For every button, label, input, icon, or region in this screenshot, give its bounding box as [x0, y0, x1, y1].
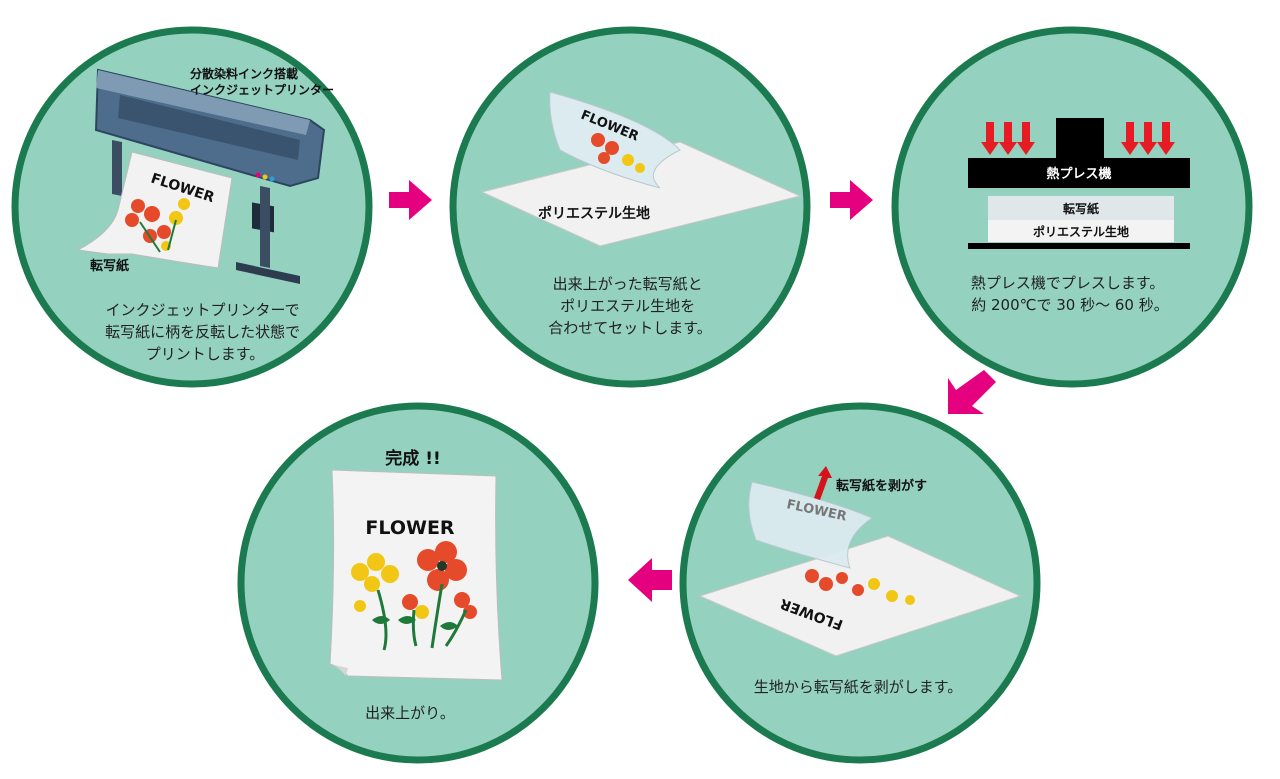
arrow-left-icon [628, 558, 672, 602]
step-1-caption-line-2: 転写紙に柄を反転した状態で [105, 323, 300, 341]
printer-label: 分散染料インク搭載 インクジェットプリンター [190, 66, 334, 97]
transfer-paper-label-1: 転写紙 [90, 258, 129, 274]
flower-icon [351, 541, 477, 651]
step-4: FLOWER FLOWER 転写紙を剥がす 生地から転写紙を剥がします。 [679, 402, 1041, 764]
arrow-right-icon [389, 180, 432, 220]
done-label: 完成 !! [385, 448, 440, 469]
heat-arrow-icon [981, 122, 1175, 155]
flower-icon [805, 569, 915, 605]
flower-icon [591, 133, 645, 173]
transfer-paper-label-3: 転写紙 [1063, 201, 1099, 216]
arrow-right-icon [830, 180, 873, 220]
heat-press-plate [968, 158, 1190, 188]
step-5-caption: 出来上がり。 [365, 704, 455, 722]
step-2-caption-line-2: ポリエステル生地を [560, 297, 695, 315]
step-1-caption-line-1: インクジェットプリンターで [106, 301, 300, 319]
heat-press-base [968, 243, 1190, 249]
polyester-label-3: ポリエステル生地 [1033, 224, 1129, 239]
printer-label-line-2: インクジェットプリンター [190, 82, 334, 97]
step-1-caption-line-3: プリントします。 [146, 345, 265, 363]
transfer-paper-2 [549, 91, 681, 189]
printer-icon [94, 68, 326, 284]
flower-icon [125, 198, 190, 253]
step-3-caption: 熱プレス機でプレスします。 約 200℃で 30 秒～ 60 秒。 [971, 274, 1169, 314]
heat-press-label: 熱プレス機 [1046, 166, 1111, 182]
transfer-paper-layer [988, 196, 1174, 220]
step-1-caption: インクジェットプリンターで 転写紙に柄を反転した状態で プリントします。 [105, 301, 305, 363]
step-2-caption: 出来上がった転写紙と ポリエステル生地を 合わせてセットします。 [548, 275, 712, 337]
polyester-layer [988, 220, 1174, 242]
arrow-up-icon [814, 466, 832, 500]
step-2-caption-line-1: 出来上がった転写紙と [553, 275, 703, 293]
step-3-caption-line-2: 約 200℃で 30 秒～ 60 秒。 [971, 296, 1169, 314]
polyester-label-2: ポリエステル生地 [538, 205, 650, 222]
step-3: 熱プレス機 転写紙 ポリエステル生地 熱プレス機でプレスします。 約 200℃で… [891, 26, 1253, 388]
transfer-paper-4 [748, 481, 874, 569]
step-4-caption: 生地から転写紙を剥がします。 [754, 678, 963, 696]
step-5: 完成 !! FLOWER 出来上がり。 [237, 402, 599, 764]
arrow-down-left-icon [948, 370, 996, 414]
step-3-caption-line-1: 熱プレス機でプレスします。 [971, 274, 1165, 292]
peel-label: 転写紙を剥がす [836, 478, 927, 494]
step-1: FLOWER 分散染料インク搭載 インクジェットプリンター 転写紙 インクジェッ… [11, 26, 373, 388]
printer-label-line-1: 分散染料インク搭載 [190, 66, 298, 81]
heat-press: 熱プレス機 転写紙 ポリエステル生地 [968, 118, 1190, 249]
step-2: FLOWER ポリエステル生地 出来上がった転写紙と ポリエステル生地を 合わせ… [449, 26, 811, 388]
step-2-caption-line-3: 合わせてセットします。 [548, 319, 712, 337]
paper-text-5: FLOWER [365, 517, 454, 539]
